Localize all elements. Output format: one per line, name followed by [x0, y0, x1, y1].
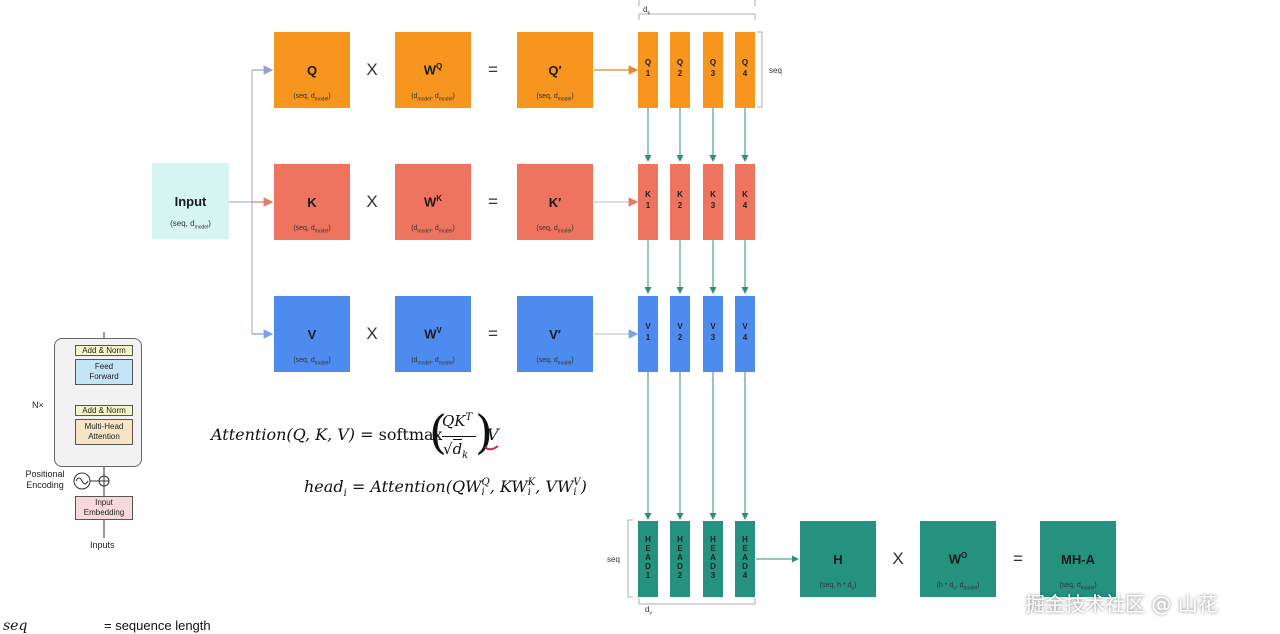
attention-formula: Attention(Q, K, V) = softmax — [211, 425, 443, 444]
q-prime-label: Q′ — [548, 62, 562, 78]
v-dims: (seq, dmodel) — [293, 356, 331, 366]
add-norm-bottom: Add & Norm — [75, 405, 133, 416]
fraction-bar — [442, 436, 476, 437]
legend-term: seq — [3, 618, 28, 634]
nx-label: N× — [32, 400, 44, 410]
left-paren: ( — [429, 405, 447, 459]
fraction-numerator: QKT — [442, 412, 473, 430]
k-equals-operator: = — [488, 192, 498, 211]
q-times-operator: X — [366, 60, 378, 79]
input-label: Input — [174, 193, 207, 209]
wo-matrix: WO (h * dv, dmodel) — [920, 521, 996, 597]
q-matrix: Q (seq, dmodel) — [274, 32, 350, 108]
wv-matrix: WV (dmodel, dmodel) — [395, 296, 471, 372]
v-times-operator: X — [366, 324, 378, 343]
wk-label: WK — [423, 194, 443, 210]
q-label: Q — [306, 62, 318, 78]
dk-top-label: dk — [643, 5, 650, 17]
wq-matrix: WQ (dmodel, dmodel) — [395, 32, 471, 108]
seq-right-label: seq — [769, 66, 782, 75]
k-matrix: K (seq, dmodel) — [274, 164, 350, 240]
v-prime-matrix: V′ (seq, dmodel) — [517, 296, 593, 372]
mha-label: MH-A — [1061, 551, 1095, 567]
v-matrix: V (seq, dmodel) — [274, 296, 350, 372]
feed-forward: Feed Forward — [75, 359, 133, 385]
v-equals-operator: = — [488, 324, 498, 343]
v-prime-label: V′ — [549, 326, 561, 342]
k-label: K — [307, 194, 317, 210]
wq-label: WQ — [423, 62, 443, 78]
wk-matrix: WK (dmodel, dmodel) — [395, 164, 471, 240]
k-times-operator: X — [366, 192, 378, 211]
right-paren: ) — [475, 405, 493, 459]
transformer-encoder-diagram: Add & Norm Feed Forward Add & Norm Multi… — [20, 330, 150, 555]
q-prime-matrix: Q′ (seq, dmodel) — [517, 32, 593, 108]
wo-dims: (h * dv, dmodel) — [936, 581, 980, 591]
h-matrix: H (seq, h * dv) — [800, 521, 876, 597]
wv-label: WV — [424, 326, 442, 342]
dv-bottom-label: dv — [645, 605, 652, 617]
q-equals-operator: = — [488, 60, 498, 79]
input-matrix: Input (seq, dmodel) — [152, 163, 229, 239]
times-operator-bottom: X — [892, 549, 904, 568]
v-label: V — [307, 326, 317, 342]
wv-dims: (dmodel, dmodel) — [411, 356, 455, 366]
wo-label: WO — [948, 551, 968, 567]
k-prime-label: K′ — [548, 194, 562, 210]
equals-operator-bottom: = — [1013, 549, 1023, 568]
k-prime-dims: (seq, dmodel) — [536, 224, 574, 234]
fraction-denominator: √dk — [443, 439, 469, 461]
mha-matrix: MH-A (seq, dmodel) — [1040, 521, 1116, 597]
formula-v: V — [487, 425, 499, 444]
softmax-fraction: ( QKT √dk ) — [429, 404, 493, 466]
positional-encoding-label: Positional Encoding — [25, 469, 65, 490]
input-dims: (seq, dmodel) — [170, 219, 211, 231]
multi-head-attention: Multi-Head Attention — [75, 419, 133, 445]
wq-dims: (dmodel, dmodel) — [411, 92, 455, 102]
add-norm-top: Add & Norm — [75, 345, 133, 356]
seq-left-label: seq — [607, 555, 620, 564]
h-dims: (seq, h * dv) — [819, 581, 857, 591]
input-embedding: Input Embedding — [75, 496, 133, 520]
mha-dims: (seq, dmodel) — [1059, 581, 1097, 591]
watermark: 掘金技术社区 @ 山花 — [1025, 592, 1218, 616]
inputs-label: Inputs — [90, 540, 115, 550]
encoder-block-outline — [54, 338, 142, 467]
wk-dims: (dmodel, dmodel) — [411, 224, 455, 234]
legend-definition: = sequence length — [104, 618, 211, 633]
k-prime-matrix: K′ (seq, dmodel) — [517, 164, 593, 240]
v-prime-dims: (seq, dmodel) — [536, 356, 574, 366]
k-dims: (seq, dmodel) — [293, 224, 331, 234]
q-prime-dims: (seq, dmodel) — [536, 92, 574, 102]
h-label: H — [833, 551, 843, 567]
q-dims: (seq, dmodel) — [293, 92, 331, 102]
